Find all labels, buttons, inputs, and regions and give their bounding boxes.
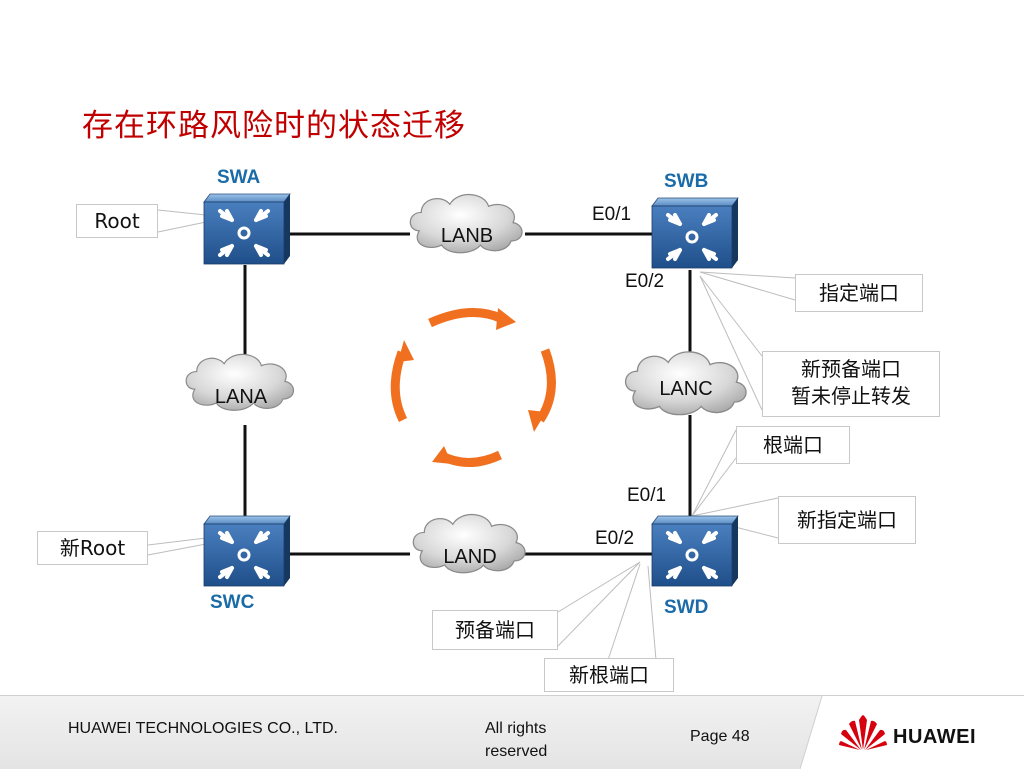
switch-label-swb: SWB [664, 171, 709, 192]
port-label-swb-e02: E0/2 [625, 271, 665, 292]
switch-icon-swd [650, 514, 740, 588]
callout-new-alternate-port: 新预备端口 暂未停止转发 [762, 351, 940, 417]
cloud-label-lanc: LANC [659, 378, 712, 400]
footer: HUAWEI TECHNOLOGIES CO., LTD. All rights… [0, 695, 1024, 769]
switch-icon-swb [650, 196, 740, 270]
switch-label-swa: SWA [217, 167, 261, 188]
cloud-label-lanb: LANB [441, 225, 493, 247]
callout-designated-port: 指定端口 [795, 274, 923, 312]
callout-new-root: 新Root [37, 531, 148, 565]
footer-brand-name: HUAWEI [893, 726, 976, 748]
footer-rights: All rights reserved [485, 720, 548, 760]
network-links [243, 232, 692, 556]
cloud-label-lana: LANA [215, 386, 268, 408]
loop-arrow-icon [390, 308, 556, 467]
callout-root: Root [76, 204, 158, 238]
callout-new-root-port: 新根端口 [544, 658, 674, 692]
callout-alternate-port: 预备端口 [432, 610, 558, 650]
footer-company: HUAWEI TECHNOLOGIES CO., LTD. [68, 720, 338, 737]
footer-page-number: Page 48 [690, 728, 750, 745]
huawei-logo-icon [839, 715, 887, 750]
switch-icon-swc [202, 514, 292, 588]
port-label-swd-e02: E0/2 [595, 528, 635, 549]
topology-diagram: LANA LANB LANC LAND [147, 192, 796, 661]
switch-label-swd: SWD [664, 597, 709, 618]
callout-new-alternate-line2: 暂未停止转发 [791, 384, 911, 408]
switch-icon-swa [202, 192, 292, 266]
page-title: 存在环路风险时的状态迁移 [82, 108, 466, 144]
port-label-swd-e01: E0/1 [627, 485, 667, 506]
cloud-label-land: LAND [443, 546, 496, 568]
loop-arrowheads [398, 308, 546, 464]
callout-leader-lines [147, 209, 796, 661]
switch-label-swc: SWC [210, 592, 255, 613]
callout-new-designated-port: 新指定端口 [778, 496, 916, 544]
footer-logo-panel [800, 696, 1024, 769]
callout-new-alternate-line1: 新预备端口 [801, 357, 901, 381]
callout-root-port: 根端口 [736, 426, 850, 464]
port-label-swb-e01: E0/1 [592, 204, 632, 225]
